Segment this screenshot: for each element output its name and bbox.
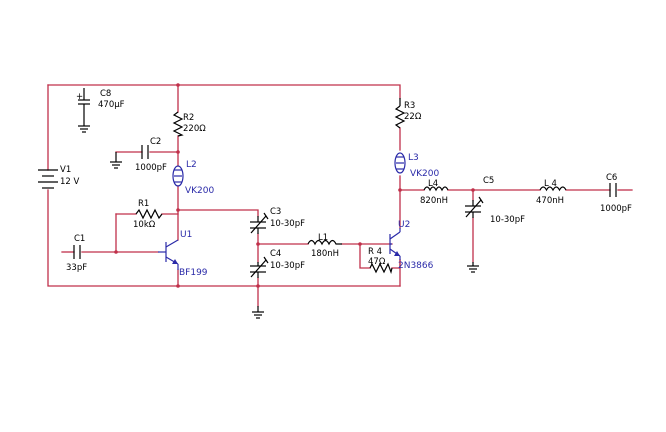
c4-value: 10-30pF bbox=[270, 261, 305, 271]
resistor-r4: R 4 47Ω bbox=[368, 247, 393, 275]
l1-value: 180nH bbox=[311, 249, 339, 259]
l4b-ref: L 4 bbox=[544, 179, 557, 189]
junction-dots bbox=[114, 83, 475, 288]
c8-ref: C8 bbox=[100, 89, 111, 99]
r3-value: 22Ω bbox=[404, 112, 422, 122]
c2-ref: C2 bbox=[150, 137, 161, 147]
ground-icon bbox=[110, 152, 122, 169]
c6-value: 1000pF bbox=[600, 204, 632, 214]
ground-symbols bbox=[78, 116, 479, 319]
ground-icon bbox=[467, 262, 479, 273]
r4-ref: R 4 bbox=[368, 247, 382, 257]
u2-value: 2N3866 bbox=[398, 261, 434, 271]
ground-icon bbox=[252, 306, 264, 319]
c2-value: 1000pF bbox=[135, 163, 167, 173]
capacitor-c2: C2 1000pF bbox=[135, 137, 167, 173]
c3-ref: C3 bbox=[270, 207, 281, 217]
u1-ref: U1 bbox=[180, 230, 192, 240]
capacitor-c1: C1 33pF bbox=[66, 234, 87, 273]
r1-value: 10kΩ bbox=[133, 220, 156, 230]
c3-value: 10-30pF bbox=[270, 219, 305, 229]
c6-ref: C6 bbox=[606, 173, 617, 183]
battery-v1: V1 12 V bbox=[38, 165, 80, 189]
transistor-u1: U1 BF199 bbox=[158, 230, 208, 278]
r3-ref: R3 bbox=[404, 101, 415, 111]
c8-value: 470µF bbox=[98, 100, 125, 110]
l4a-value: 820nH bbox=[420, 196, 448, 206]
u2-ref: U2 bbox=[398, 220, 410, 230]
svg-text:+: + bbox=[76, 92, 83, 102]
v1-ref: V1 bbox=[60, 165, 71, 175]
c5-ref: C5 bbox=[483, 176, 494, 186]
trimmer-capacitor-c5: C5 10-30pF bbox=[465, 176, 525, 225]
wires bbox=[47, 84, 633, 307]
r2-value: 220Ω bbox=[183, 124, 206, 134]
transistor-u2: U2 2N3866 bbox=[389, 220, 434, 271]
c5-value: 10-30pF bbox=[490, 215, 525, 225]
l2-value: VK200 bbox=[185, 186, 215, 196]
c1-ref: C1 bbox=[74, 234, 85, 244]
inductor-l1: L1 180nH bbox=[307, 233, 342, 259]
c4-ref: C4 bbox=[270, 249, 281, 259]
trimmer-capacitor-c3: C3 10-30pF bbox=[250, 207, 305, 234]
r2-ref: R2 bbox=[183, 113, 194, 123]
l4a-ref: L4 bbox=[428, 179, 438, 189]
capacitor-c8: + C8 470µF bbox=[76, 88, 125, 116]
choke-l2: L2 VK200 bbox=[172, 160, 215, 196]
resistor-r1: R1 10kΩ bbox=[133, 199, 163, 230]
r1-ref: R1 bbox=[138, 199, 149, 209]
r4-value: 47Ω bbox=[368, 257, 386, 267]
ground-icon bbox=[78, 116, 90, 133]
resistor-r2: R2 220Ω bbox=[172, 111, 206, 137]
l2-ref: L2 bbox=[186, 160, 197, 170]
c1-value: 33pF bbox=[66, 263, 87, 273]
l3-ref: L3 bbox=[408, 153, 419, 163]
l1-ref: L1 bbox=[318, 233, 328, 243]
v1-value: 12 V bbox=[60, 177, 80, 187]
inductor-l4-820: L4 820nH bbox=[420, 179, 449, 206]
trimmer-capacitor-c4: C4 10-30pF bbox=[250, 249, 305, 278]
l3-value: VK200 bbox=[410, 169, 440, 179]
l4b-value: 470nH bbox=[536, 196, 564, 206]
capacitor-c6: C6 1000pF bbox=[600, 173, 632, 214]
resistor-r3: R3 22Ω bbox=[394, 98, 422, 129]
choke-l3: L3 VK200 bbox=[394, 152, 440, 179]
inductor-l4-470: L 4 470nH bbox=[536, 179, 567, 206]
u1-value: BF199 bbox=[179, 268, 208, 278]
